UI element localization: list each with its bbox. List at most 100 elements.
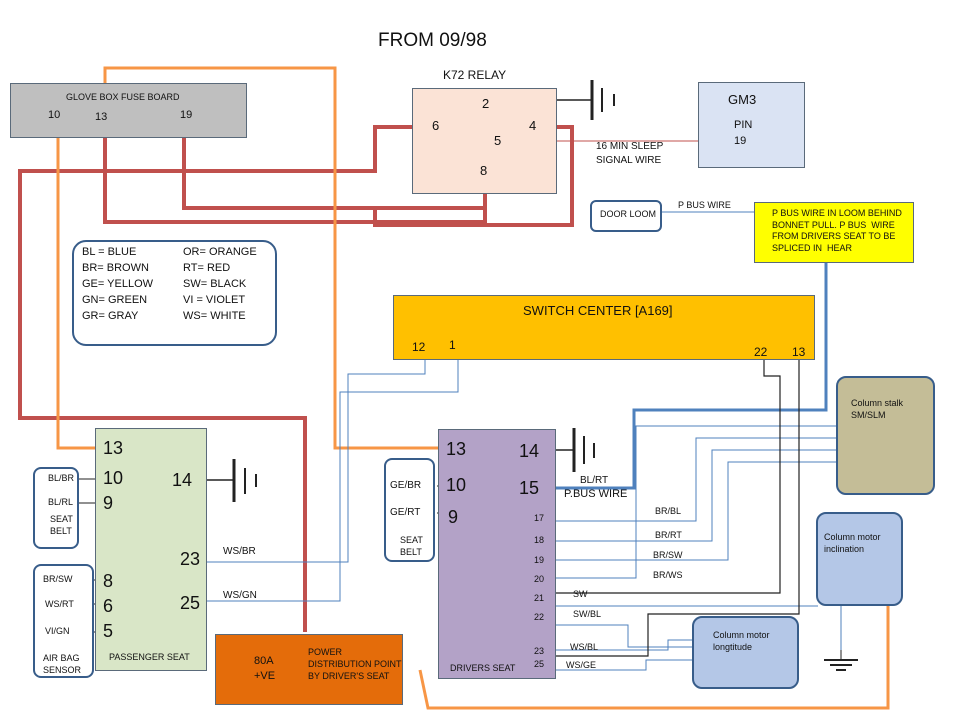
drv-pin-14: 14: [519, 441, 540, 461]
drivers-seat: [438, 429, 556, 679]
pass-pin-6: 6: [103, 596, 114, 616]
pass-pin-10: 10: [103, 468, 124, 488]
red-wire-4-loop: [373, 125, 574, 227]
legend-item: OR= ORANGE: [183, 246, 257, 258]
column-stalk: [836, 376, 935, 495]
seat-belt-left-wire: BL/RL: [48, 497, 74, 507]
drv-pin-22: 22: [534, 612, 545, 622]
column-motor-inclination-label: Column motor inclination: [824, 532, 881, 555]
switch-pin-12: 12: [412, 340, 426, 354]
seat-belt-left-wire: BL/BR: [48, 473, 75, 483]
switch-center-label: SWITCH CENTER [A169]: [523, 303, 673, 318]
seat-belt-left-label: SEAT BELT: [50, 514, 73, 536]
ground-icon-motor: [824, 650, 858, 671]
airbag-wire: WS/RT: [45, 599, 74, 609]
legend-item: RT= RED: [183, 262, 231, 274]
orange-wire-fuse10: [56, 122, 98, 450]
drv-pbus-label: P.BUS WIRE: [564, 488, 628, 500]
drv-wire-22: SW/BL: [573, 609, 602, 619]
legend-item: WS= WHITE: [183, 310, 246, 322]
diagram-title: FROM 09/98: [378, 30, 487, 51]
pass-pin-14: 14: [172, 470, 193, 490]
legend-item: BR= BROWN: [82, 262, 149, 274]
drv-wire-15: BL/RT: [580, 475, 609, 486]
legend-item: GE= YELLOW: [82, 278, 154, 290]
airbag-wire: VI/GN: [45, 626, 70, 636]
fuse-board-label: GLOVE BOX FUSE BOARD: [66, 92, 180, 102]
pass-pin-8: 8: [103, 571, 114, 591]
orange-wire-top-loop: [103, 66, 440, 450]
pass-wire-23: WS/BR: [223, 546, 256, 557]
drv-pin-17: 17: [534, 513, 545, 523]
drv-pin-18: 18: [534, 535, 545, 545]
legend-item: VI = VIOLET: [183, 294, 246, 306]
drv-wire-19: BR/SW: [653, 550, 683, 560]
seat-belt-right-label: SEAT BELT: [400, 535, 423, 557]
pass-pin-5: 5: [103, 621, 114, 641]
ground-icon-relay: [557, 80, 615, 120]
relay-pin-2: 2: [482, 96, 490, 111]
airbag-sensor: [33, 564, 94, 678]
power-distribution: [215, 634, 403, 705]
k72-relay: [412, 88, 557, 194]
power-text: POWER DISTRIBUTION POINT BY DRIVER'S SEA…: [308, 647, 402, 682]
sleep-signal-label: 16 MIN SLEEP SIGNAL WIRE: [596, 141, 664, 166]
gm3-pin-label: PIN: [734, 119, 753, 131]
gm3-module: [698, 82, 805, 168]
switch-pin-1: 1: [449, 338, 456, 352]
legend-item: GR= GRAY: [82, 310, 139, 322]
legend-item: BL = BLUE: [82, 246, 137, 258]
legend-item: GN= GREEN: [82, 294, 148, 306]
drv-pin-25: 25: [534, 659, 545, 669]
color-legend: [72, 240, 277, 346]
drv-pin-13: 13: [446, 439, 467, 459]
airbag-wire: BR/SW: [43, 574, 73, 584]
airbag-label: AIR BAG SENSOR: [43, 653, 82, 675]
column-motor-inclination: [816, 512, 903, 606]
switch-center: [393, 295, 815, 360]
seat-belt-left: [33, 467, 79, 549]
drv-wire-18: BR/RT: [655, 530, 682, 540]
pass-pin-13: 13: [103, 438, 124, 458]
ground-icon-drivers: [552, 428, 595, 472]
drv-pin-10: 10: [446, 475, 467, 495]
relay-pin-5: 5: [494, 133, 502, 148]
orange-wire-bottom: [418, 606, 890, 710]
drv-pin-15: 15: [519, 478, 540, 498]
pbus-note-text: P BUS WIRE IN LOOM BEHIND BONNET PULL. P…: [772, 208, 902, 254]
pass-wire-25: WS/GN: [223, 590, 257, 601]
pbus-wire-label: P BUS WIRE: [678, 200, 731, 210]
seat-belt-right-wire: GE/RT: [390, 507, 421, 518]
passenger-seat-label: PASSENGER SEAT: [109, 652, 190, 662]
pass-pin-9: 9: [103, 493, 114, 513]
drv-wire-21: SW: [573, 589, 588, 599]
drivers-seat-label: DRIVERS SEAT: [450, 663, 516, 673]
drv-wire-20: BR/WS: [653, 570, 683, 580]
drv-pin-20: 20: [534, 574, 545, 584]
gm3-pin-19: 19: [734, 135, 747, 147]
red-wire-6-loop: [18, 125, 418, 632]
switch-pin-22: 22: [754, 345, 768, 359]
pbus-wire: [552, 263, 828, 490]
drv-wire-25: WS/GE: [566, 660, 597, 670]
power-amps: 80A +VE: [254, 655, 276, 682]
drv-pin-19: 19: [534, 555, 545, 565]
ground-icon-passenger: [206, 459, 257, 502]
column-stalk-label: Column stalk SM/SLM: [851, 398, 904, 421]
fuse-pin-13: 13: [95, 111, 108, 123]
legend-item: SW= BLACK: [183, 278, 247, 290]
pbus-note: [754, 202, 914, 263]
fuse-board: [10, 83, 247, 138]
drv-pin-23: 23: [534, 646, 545, 656]
gm3-label: GM3: [728, 92, 757, 107]
door-loom: [590, 200, 662, 232]
passenger-seat: [95, 428, 207, 671]
seat-belt-right: [384, 458, 435, 562]
column-motor-longitude-label: Column motor longtitude: [713, 630, 770, 653]
pass-pin-25: 25: [180, 593, 201, 613]
relay-pin-6: 6: [432, 118, 440, 133]
drv-pin-21: 21: [534, 593, 545, 603]
relay-pin-8: 8: [480, 163, 488, 178]
pass-pin-23: 23: [180, 549, 201, 569]
